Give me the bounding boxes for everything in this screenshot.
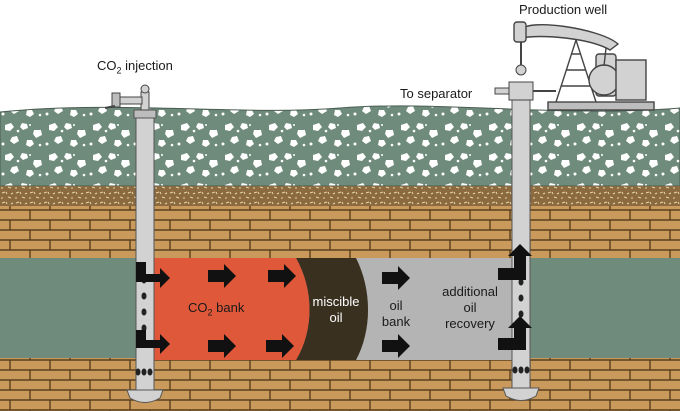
miscible-oil-line1: miscible — [312, 294, 360, 309]
oil-bank-label: oil bank — [376, 298, 416, 330]
additional-line1: additional — [442, 284, 498, 299]
production-well-label: Production well — [519, 2, 608, 17]
oil-bank-line2: bank — [381, 314, 411, 329]
additional-recovery-label: additional oil recovery — [430, 284, 510, 332]
miscible-oil-label: miscible oil — [306, 294, 366, 326]
injection-well — [104, 84, 164, 403]
co2-bank-suffix: bank — [212, 300, 245, 315]
co2-injection-label: CO2 injection — [97, 58, 173, 76]
co2-bank-label: CO2 bank — [188, 300, 245, 318]
co2-bank-subscript: 2 — [207, 307, 213, 318]
lower-rock-layer — [0, 358, 680, 411]
co2-injection-subscript: 2 — [116, 65, 122, 76]
flow-arrows — [136, 244, 532, 358]
co2-injection-suffix: injection — [121, 58, 173, 73]
production-well — [494, 22, 556, 401]
co2-injection-prefix: CO — [97, 58, 117, 73]
miscible-oil-line2: oil — [329, 310, 343, 325]
miscible-oil-zone — [296, 258, 368, 360]
clay-layer — [0, 186, 680, 206]
additional-line2: oil — [463, 300, 477, 315]
oil-bank-line1: oil — [389, 298, 403, 313]
upper-caprock-layer — [0, 206, 680, 258]
topsoil-layer — [0, 105, 680, 187]
to-separator-label: To separator — [400, 86, 473, 101]
additional-line3: recovery — [445, 316, 495, 331]
pump-jack — [513, 21, 655, 111]
co2-bank-prefix: CO — [188, 300, 208, 315]
co2-bank-zone — [148, 258, 310, 360]
